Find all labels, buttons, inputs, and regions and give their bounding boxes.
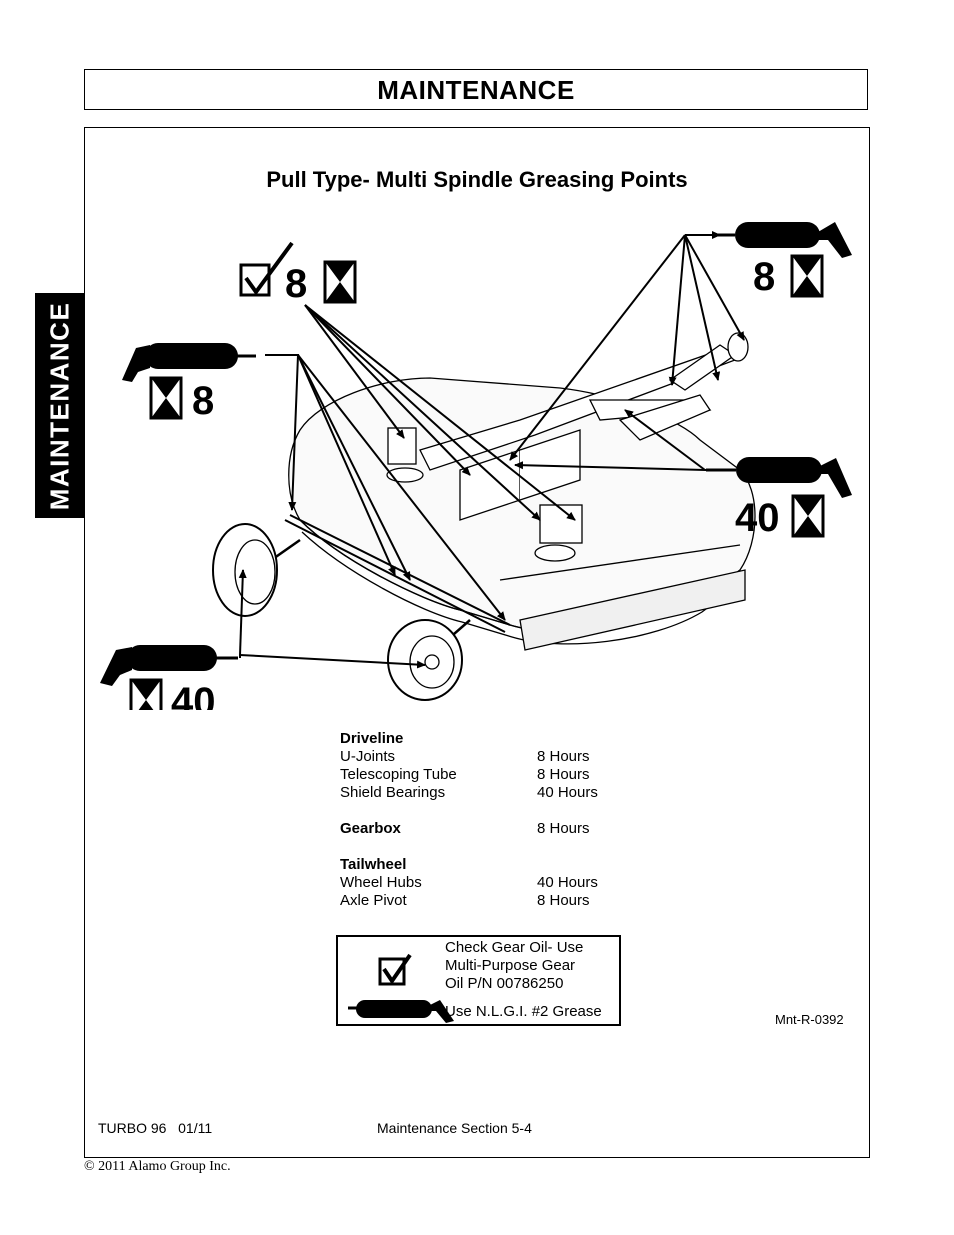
schedule-row: U-Joints 8 Hours bbox=[340, 748, 590, 766]
schedule-item: Shield Bearings bbox=[340, 784, 446, 801]
schedule-interval: 8 Hours bbox=[537, 820, 590, 837]
side-tab: MAINTENANCE bbox=[35, 293, 85, 518]
left-grease-callout: 8 bbox=[122, 343, 256, 423]
greasing-schedule: Driveline U-Joints 8 Hours Telescoping T… bbox=[340, 730, 598, 910]
tailwheel-heading: Tailwheel bbox=[340, 856, 407, 873]
greasing-points-diagram: 8 8 8 bbox=[100, 222, 852, 710]
footer-section: Maintenance Section 5-4 bbox=[377, 1120, 532, 1136]
grease-gun-icon bbox=[100, 645, 238, 686]
check-box-icon bbox=[378, 953, 412, 986]
shield-callout: 40 bbox=[706, 457, 852, 540]
footer-date: 01/11 bbox=[178, 1120, 213, 1136]
gear-oil-interval: 8 bbox=[285, 262, 307, 306]
legend-box: Check Gear Oil- Use Multi-Purpose Gear O… bbox=[336, 935, 621, 1026]
hourglass-icon bbox=[323, 260, 357, 304]
schedule-row: Axle Pivot 8 Hours bbox=[340, 892, 590, 910]
hourglass-icon bbox=[791, 494, 825, 538]
figure-id: Mnt-R-0392 bbox=[775, 1012, 844, 1027]
shield-interval: 40 bbox=[735, 496, 780, 540]
side-tab-label: MAINTENANCE bbox=[44, 301, 75, 510]
section-title: MAINTENANCE bbox=[377, 75, 575, 105]
schedule-interval: 8 Hours bbox=[537, 766, 590, 783]
schedule-item: U-Joints bbox=[340, 748, 396, 765]
mower-illustration bbox=[212, 332, 756, 701]
grease-gun-icon bbox=[706, 457, 852, 498]
schedule-interval: 40 Hours bbox=[537, 784, 598, 801]
schedule-row: Wheel Hubs 40 Hours bbox=[340, 874, 598, 892]
figure-frame bbox=[84, 127, 870, 1158]
grease-gun-icon bbox=[348, 1000, 454, 1023]
section-header: MAINTENANCE bbox=[84, 69, 868, 110]
schedule-item: Axle Pivot bbox=[340, 892, 407, 909]
schedule-interval: 40 Hours bbox=[537, 874, 598, 891]
driveline-heading: Driveline bbox=[340, 730, 404, 747]
gearbox-heading: Gearbox bbox=[340, 820, 401, 837]
gear-oil-callout: 8 bbox=[239, 241, 357, 306]
legend-icons bbox=[348, 953, 454, 1023]
schedule-interval: 8 Hours bbox=[537, 892, 590, 909]
footer-model: TURBO 96 01/11 bbox=[98, 1120, 213, 1136]
hourglass-icon bbox=[149, 376, 183, 420]
copyright: © 2011 Alamo Group Inc. bbox=[84, 1159, 231, 1174]
tailwheel-interval: 40 bbox=[171, 680, 216, 710]
hourglass-icon bbox=[790, 254, 824, 298]
gear-oil-legend-text: Check Gear Oil- Use Multi-Purpose Gear O… bbox=[445, 939, 584, 992]
schedule-row: Telescoping Tube 8 Hours bbox=[340, 766, 590, 784]
driveline-callout: 8 bbox=[718, 222, 852, 299]
grease-gun-icon bbox=[718, 222, 852, 258]
grease-gun-icon bbox=[122, 343, 256, 382]
left-grease-interval: 8 bbox=[192, 379, 214, 423]
hourglass-icon bbox=[129, 678, 163, 710]
schedule-row: Shield Bearings 40 Hours bbox=[340, 784, 598, 802]
tailwheel-callout: 40 bbox=[100, 645, 238, 710]
check-box-icon bbox=[239, 241, 294, 297]
schedule-interval: 8 Hours bbox=[537, 748, 590, 765]
schedule-row: Gearbox 8 Hours bbox=[340, 820, 590, 838]
grease-legend-text: Use N.L.G.I. #2 Grease bbox=[445, 1003, 602, 1020]
figure-title: Pull Type- Multi Spindle Greasing Points bbox=[266, 167, 688, 192]
schedule-item: Telescoping Tube bbox=[340, 766, 457, 783]
schedule-item: Wheel Hubs bbox=[340, 874, 422, 891]
driveline-interval: 8 bbox=[753, 255, 775, 299]
